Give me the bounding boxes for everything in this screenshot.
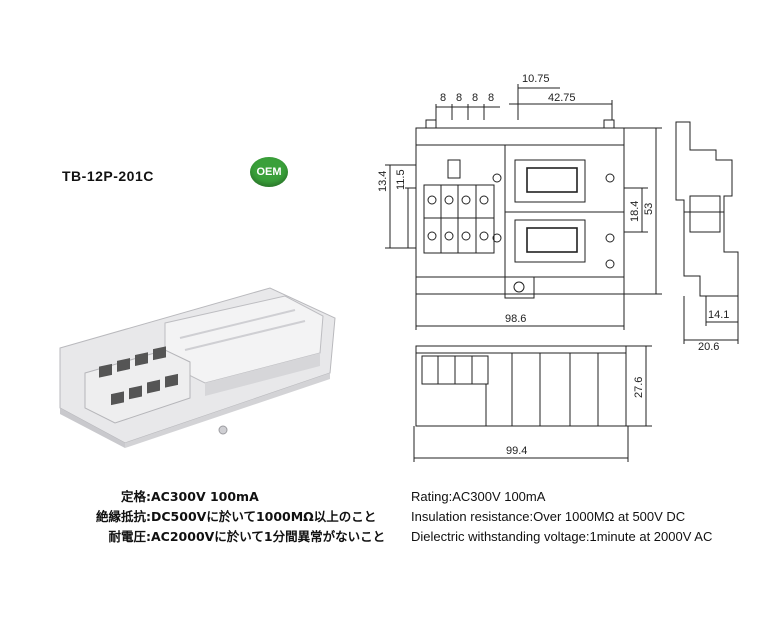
top-view-screws — [427, 173, 615, 293]
spec-jp-label: 耐電圧 — [108, 529, 146, 544]
dim-bottom-length: 99.4 — [506, 445, 527, 457]
dim-pitch-2: 8 — [456, 92, 462, 104]
dim-bottom-width: 98.6 — [505, 313, 526, 325]
oem-badge: OEM — [250, 157, 288, 187]
dim-top-span: 42.75 — [548, 92, 576, 104]
dim-right-inner: 18.4 — [629, 201, 641, 222]
model-number: TB-12P-201C — [62, 168, 154, 184]
bottom-view-outline — [415, 345, 627, 427]
side-view-outline — [675, 121, 739, 297]
specs-english: Rating:AC300V 100mA Insulation resistanc… — [411, 487, 712, 547]
spec-jp-row: 定格:AC300V 100mA — [82, 487, 385, 507]
spec-jp-row: 耐電圧:AC2000Vに於いて1分間異常がないこと — [82, 527, 385, 547]
cover-front — [205, 353, 320, 396]
spec-jp-value: AC2000Vに於いて1分間異常がないこと — [151, 529, 386, 544]
dim-top-offset: 10.75 — [522, 73, 550, 85]
spec-jp-value: DC500Vに於いて1000MΩ以上のこと — [151, 509, 377, 524]
spec-jp-value: AC300V 100mA — [151, 489, 259, 504]
product-photo — [59, 287, 336, 448]
base-right-edge — [125, 373, 330, 448]
spec-jp-sep: : — [146, 529, 151, 544]
spec-en-insulation: Insulation resistance:Over 1000MΩ at 500… — [411, 509, 686, 524]
cover-groove — [179, 309, 306, 351]
spec-en-dielectric: Dielectric withstanding voltage:1minute … — [411, 529, 713, 544]
spec-jp-sep: : — [146, 489, 151, 504]
dim-side-inner: 14.1 — [708, 309, 729, 321]
dim-pitch-1: 8 — [440, 92, 446, 104]
spec-en-rating: Rating:AC300V 100mA — [411, 489, 546, 504]
dim-right-outer: 53 — [643, 203, 655, 215]
specs-japanese: 定格:AC300V 100mA 絶縁抵抗:DC500Vに於いて1000MΩ以上の… — [82, 487, 385, 547]
spec-jp-label: 定格 — [120, 489, 146, 504]
dim-pitch-4: 8 — [488, 92, 494, 104]
mount-hole — [218, 425, 228, 435]
base-front-edge — [60, 408, 125, 448]
spec-jp-label: 絶縁抵抗 — [95, 509, 146, 524]
dim-left-inner: 11.5 — [395, 169, 407, 190]
spec-jp-sep: : — [146, 509, 151, 524]
dimension-drawing: 10.75 42.75 8 8 8 8 13.4 11.5 18.4 53 98… — [377, 73, 739, 462]
dim-pitch-3: 8 — [472, 92, 478, 104]
dim-side-outer: 20.6 — [698, 341, 719, 353]
top-view-outline — [415, 127, 625, 295]
terminal-screws — [99, 346, 178, 406]
dim-left-outer: 13.4 — [377, 171, 389, 192]
spec-jp-row: 絶縁抵抗:DC500Vに於いて1000MΩ以上のこと — [82, 507, 385, 527]
dim-bottom-height: 27.6 — [633, 377, 645, 398]
